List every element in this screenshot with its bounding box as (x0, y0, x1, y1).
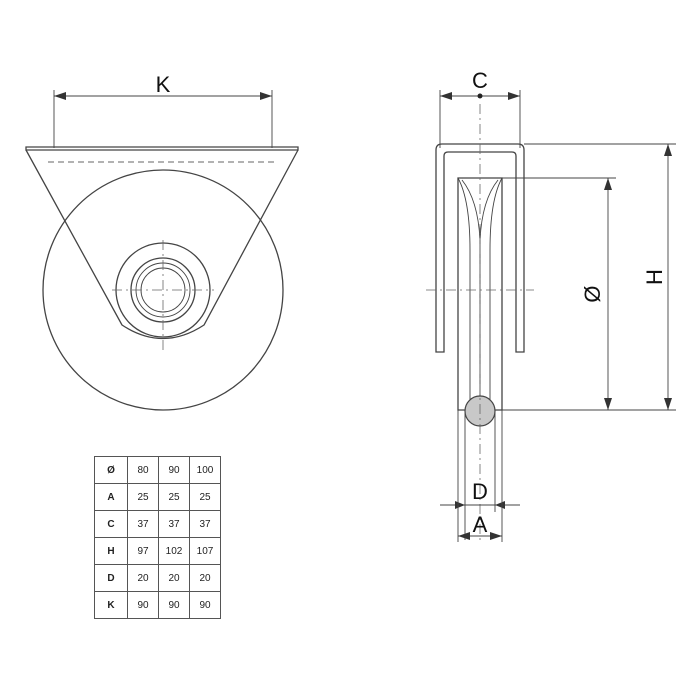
table-cell: 90 (158, 591, 190, 619)
table-cell: 37 (189, 510, 221, 538)
c-arrow-left (440, 92, 452, 100)
table-cell: 90 (189, 591, 221, 619)
table-cell: 102 (158, 537, 190, 565)
d-arrow-right (495, 501, 505, 509)
bracket-outline (25, 149, 299, 340)
h-arrow-bottom (664, 398, 672, 410)
side-bracket (435, 143, 525, 353)
dimension-table: Ø 80 90 100 A 25 25 25 C 37 37 37 H 97 1… (94, 456, 221, 619)
table-cell: 97 (127, 537, 159, 565)
diameter-arrow-bottom (604, 398, 612, 410)
table-row: C 37 37 37 (94, 510, 221, 538)
table-cell: 100 (189, 456, 221, 484)
row-key: H (94, 537, 128, 565)
table-cell: 90 (158, 456, 190, 484)
k-arrow-left (54, 92, 66, 100)
table-cell: 25 (127, 483, 159, 511)
c-arrow-right (508, 92, 520, 100)
table-row: A 25 25 25 (94, 483, 221, 511)
h-label: H (642, 269, 667, 285)
a-label: A (473, 512, 488, 537)
d-arrow-left (455, 501, 465, 509)
table-cell: 20 (127, 564, 159, 592)
front-view: K (25, 72, 299, 411)
table-cell: 25 (189, 483, 221, 511)
a-arrow-right (490, 532, 502, 540)
row-key: C (94, 510, 128, 538)
row-key: Ø (94, 456, 128, 484)
table-row: H 97 102 107 (94, 537, 221, 565)
table-cell: 20 (158, 564, 190, 592)
c-center-dot (477, 93, 483, 99)
table-cell: 20 (189, 564, 221, 592)
table-row: K 90 90 90 (94, 591, 221, 619)
wheel-outline (42, 169, 284, 411)
table-cell: 37 (158, 510, 190, 538)
c-label: C (472, 68, 488, 93)
k-label: K (156, 72, 171, 97)
wheel-groove-edges (457, 177, 503, 402)
side-view: C Ø H D (426, 68, 676, 542)
k-arrow-right (260, 92, 272, 100)
table-row: Ø 80 90 100 (94, 456, 221, 484)
diameter-label: Ø (580, 285, 605, 302)
table-cell: 107 (189, 537, 221, 565)
d-label: D (472, 479, 488, 504)
table-cell: 37 (127, 510, 159, 538)
a-arrow-left (458, 532, 470, 540)
row-key: D (94, 564, 128, 592)
h-arrow-top (664, 144, 672, 156)
diameter-arrow-top (604, 178, 612, 190)
mounting-plate (25, 146, 299, 151)
table-cell: 25 (158, 483, 190, 511)
row-key: K (94, 591, 128, 619)
table-cell: 90 (127, 591, 159, 619)
row-key: A (94, 483, 128, 511)
table-row: D 20 20 20 (94, 564, 221, 592)
table-cell: 80 (127, 456, 159, 484)
